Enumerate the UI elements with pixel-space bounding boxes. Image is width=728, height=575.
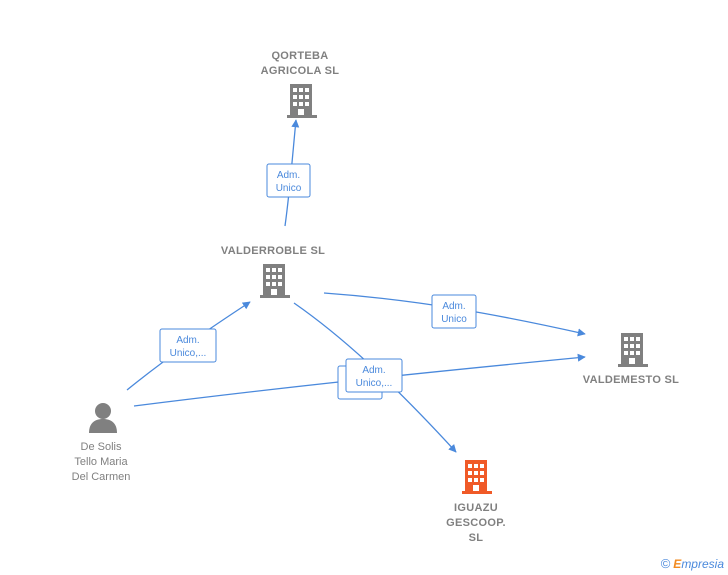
node-label-line: VALDERROBLE SL — [221, 245, 325, 257]
node-person[interactable]: De Solis Tello Maria Del Carmen — [72, 403, 131, 483]
node-iguazu[interactable]: IGUAZU GESCOOP. SL — [446, 460, 506, 544]
edge-label-line: Adm. — [362, 365, 385, 376]
building-icon — [618, 333, 648, 367]
node-qorteba[interactable]: QORTEBA AGRICOLA SL — [261, 50, 340, 118]
node-valdemesto[interactable]: VALDEMESTO SL — [583, 333, 679, 386]
edge-label-line: Unico,... — [356, 378, 393, 389]
node-label-line: IGUAZU — [454, 502, 498, 514]
building-icon — [462, 460, 492, 494]
edge-label-valderroble-qorteba[interactable]: Adm. Unico — [266, 163, 311, 198]
brand-logo-text: mpresia — [681, 557, 724, 571]
node-label-line: VALDEMESTO SL — [583, 374, 679, 386]
node-label-line: Tello Maria — [74, 456, 128, 468]
edge-label-line: Unico — [276, 183, 302, 194]
edge-label-valderroble-iguazu[interactable]: Adm. Unico,... — [345, 358, 403, 393]
edge-label-line: Unico,... — [170, 348, 207, 359]
edge-label-line: Adm. — [442, 301, 465, 312]
person-icon — [89, 403, 117, 433]
node-label-line: De Solis — [81, 441, 122, 453]
edge-label-valderroble-valdemesto[interactable]: Adm. Unico — [431, 294, 477, 329]
edge-label-line: Unico — [441, 314, 467, 325]
node-label-line: Del Carmen — [72, 471, 131, 483]
building-icon — [260, 264, 290, 298]
building-icon — [287, 84, 317, 118]
node-label-line: AGRICOLA SL — [261, 65, 340, 77]
node-label-line: SL — [469, 532, 484, 544]
node-valderroble[interactable]: VALDERROBLE SL — [221, 245, 325, 298]
edge-label-line: Adm. — [277, 170, 300, 181]
brand-logo-letter: E — [673, 557, 682, 571]
node-label-line: GESCOOP. — [446, 517, 506, 529]
edge-label-person-valderroble[interactable]: Adm. Unico,... — [159, 328, 217, 363]
edge-label-line: Adm. — [176, 335, 199, 346]
copyright-symbol: © — [660, 556, 671, 571]
node-label-line: QORTEBA — [271, 50, 328, 62]
brand-watermark: ©Empresia — [661, 556, 724, 571]
